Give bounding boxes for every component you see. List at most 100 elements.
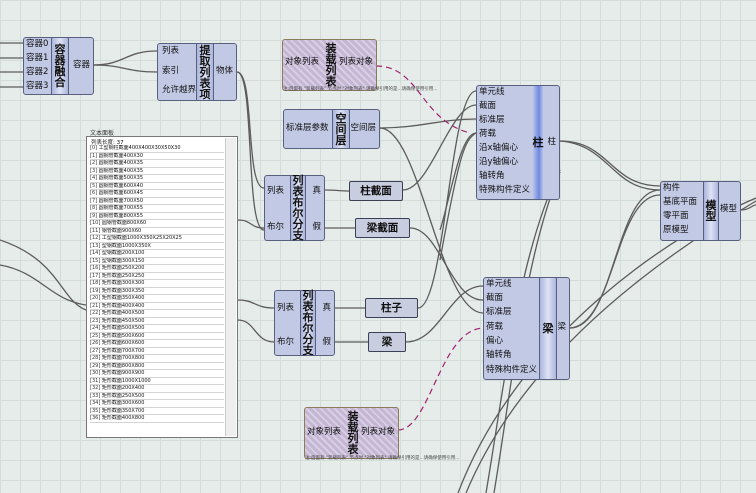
list-item: [14] 型钢截面200X100	[90, 250, 224, 258]
list-item: [29] 矩形截面800X800	[90, 363, 224, 371]
input-port-container2[interactable]: 容器2	[26, 67, 49, 77]
input-port-container3[interactable]: 容器3	[26, 81, 49, 91]
input-port-container1[interactable]: 容器1	[26, 53, 49, 63]
list-item: [30] 矩形截面900X900	[90, 370, 224, 378]
list-item: [3] 圆钢管截面400X35	[90, 168, 224, 176]
space-layer-node[interactable]: 标准层参数 空间层 空间层	[283, 109, 380, 149]
node-note: 注:后面有 "装载列表" 节点时 "对象列表" 请确保引用的是...请确保使用引…	[305, 456, 460, 461]
input-port-list[interactable]: 列表	[162, 46, 180, 56]
node-title: 空间层	[332, 110, 350, 148]
input-port-special-member[interactable]: 特殊构件定义	[479, 185, 531, 195]
list-bool-split-node-1[interactable]: 列表 布尔 列表布尔分支 真 假	[264, 175, 325, 241]
input-port-object-list[interactable]: 对象列表	[285, 57, 320, 67]
list-item: [11] 钢管截面900X60	[90, 228, 224, 236]
load-list-node-top[interactable]: 对象列表 装载列表 列表对象	[282, 39, 377, 91]
input-port-axis-rotation[interactable]: 轴转角	[479, 171, 505, 181]
input-port-object-list[interactable]: 对象列表	[307, 427, 342, 437]
input-port-list[interactable]: 列表	[267, 186, 285, 196]
input-port-x-eccentric[interactable]: 沿x轴偏心	[479, 143, 519, 153]
list-item: [27] 矩形截面700X700	[90, 348, 224, 356]
input-port-element-line[interactable]: 单元线	[479, 87, 505, 97]
output-port-list-object[interactable]: 列表对象	[360, 427, 395, 437]
column-node[interactable]: 单元线 截面 标准层 荷载 沿x轴偏心 沿y轴偏心 轴转角 特殊构件定义 柱 柱	[476, 85, 560, 200]
input-port-standard-layer[interactable]: 标准层	[486, 307, 512, 317]
input-port-special-member[interactable]: 特殊构件定义	[486, 365, 538, 375]
panel-title: 文本面板	[90, 130, 115, 137]
output-port-false[interactable]: 假	[312, 222, 321, 232]
list-item: [4] 圆钢管截面500X35	[90, 175, 224, 183]
node-title: 列表布尔分支	[300, 290, 316, 356]
node-title: 装载列表	[325, 42, 337, 88]
output-port-list-object[interactable]: 列表对象	[338, 57, 373, 67]
panel-scrollbar[interactable]	[225, 138, 236, 436]
input-port-load[interactable]: 荷载	[479, 129, 497, 139]
list-item: [32] 矩形截面200X400	[90, 385, 224, 393]
list-item: [16] 矩形截面250X200	[90, 265, 224, 273]
list-item: [21] 矩形截面400X400	[90, 303, 224, 311]
list-item: [23] 矩形截面450X500	[90, 318, 224, 326]
output-port-model[interactable]: 模型	[719, 204, 737, 214]
input-port-axis-rotation[interactable]: 轴转角	[486, 350, 512, 360]
node-title: 列表布尔分支	[290, 175, 306, 241]
input-port-base-plane[interactable]: 基底平面	[663, 197, 698, 207]
text-panel[interactable]: 文本面板 列表长度: 37 [0] 工型钢柱截面400X400X30X50X30…	[86, 130, 238, 438]
input-port-member[interactable]: 构件	[663, 183, 681, 193]
list-item: [13] 型钢截面1000X350X	[90, 243, 224, 251]
input-port-y-eccentric[interactable]: 沿y轴偏心	[479, 157, 519, 167]
model-node[interactable]: 构件 基底平面 零平面 原模型 模型 模型	[660, 181, 741, 241]
list-item: [12] 工型钢截面1000X350X25X20X25	[90, 235, 224, 243]
list-item: [0] 工型钢柱截面400X400X30X50X30	[90, 145, 224, 153]
input-port-load[interactable]: 荷载	[486, 322, 504, 332]
list-item: [36] 矩形截面400X800	[90, 415, 224, 423]
panel-header: 列表长度: 37	[91, 140, 124, 146]
node-title: 梁	[539, 278, 557, 379]
output-port-true[interactable]: 真	[312, 186, 321, 196]
output-port-object[interactable]: 物体	[215, 66, 233, 76]
input-port-index[interactable]: 索引	[162, 66, 180, 76]
list-item: [15] 型钢截面300X150	[90, 258, 224, 266]
beam-node[interactable]: 单元线 截面 标准层 荷载 偏心 轴转角 特殊构件定义 梁 梁	[483, 277, 570, 380]
output-port-container[interactable]: 容器	[72, 60, 90, 70]
list-item: [35] 矩形截面350X700	[90, 408, 224, 416]
input-port-allow-overflow[interactable]: 允许越界	[162, 85, 197, 95]
input-port-section[interactable]: 截面	[486, 293, 504, 303]
node-title: 模型	[703, 182, 719, 240]
extract-list-item-node[interactable]: 列表 索引 允许越界 提取列表项 物体	[157, 43, 237, 101]
list-item: [28] 矩形截面700X800	[90, 355, 224, 363]
list-item: [8] 圆钢管截面700X55	[90, 205, 224, 213]
input-port-container0[interactable]: 容器0	[26, 39, 49, 49]
output-port-true[interactable]: 真	[322, 303, 331, 313]
output-port-false[interactable]: 假	[322, 337, 331, 347]
input-port-bool[interactable]: 布尔	[277, 337, 295, 347]
beam-label[interactable]: 梁	[368, 332, 406, 352]
list-item: [2] 圆钢管截面400X35	[90, 160, 224, 168]
output-port-space-layer[interactable]: 空间层	[350, 123, 376, 133]
node-note: 注:后面有 "装载列表" 节点时 "对象列表" 请确保引用的是...请确保使用引…	[283, 87, 438, 92]
column-section-label[interactable]: 柱截面	[349, 181, 403, 201]
column-label[interactable]: 柱子	[365, 298, 418, 318]
list-item: [18] 矩形截面300X300	[90, 280, 224, 288]
load-list-node-bottom[interactable]: 对象列表 装载列表 列表对象	[304, 407, 399, 459]
output-port-column[interactable]: 柱	[547, 137, 556, 147]
list-item: [34] 矩形截面300X600	[90, 400, 224, 408]
input-port-original-model[interactable]: 原模型	[663, 225, 689, 235]
input-port-element-line[interactable]: 单元线	[486, 279, 512, 289]
list-item: [7] 圆钢管截面700X50	[90, 198, 224, 206]
input-port-eccentric[interactable]: 偏心	[486, 336, 504, 346]
node-title: 装载列表	[347, 410, 359, 456]
input-port-section[interactable]: 截面	[479, 101, 497, 111]
container-merge-node[interactable]: 容器0 容器1 容器2 容器3 容器融合 容器	[23, 37, 94, 95]
input-port-list[interactable]: 列表	[277, 303, 295, 313]
list-bool-split-node-2[interactable]: 列表 布尔 列表布尔分支 真 假	[274, 290, 335, 356]
beam-section-label[interactable]: 梁截面	[355, 218, 410, 238]
input-port-standard-layer[interactable]: 标准层	[479, 115, 505, 125]
output-port-beam[interactable]: 梁	[557, 322, 566, 332]
list-item: [26] 矩形截面600X600	[90, 340, 224, 348]
list-item: [25] 矩形截面500X600	[90, 333, 224, 341]
list-item: [19] 矩形截面300X350	[90, 288, 224, 296]
input-port-standard-layer-params[interactable]: 标准层参数	[286, 123, 329, 133]
input-port-zero-plane[interactable]: 零平面	[663, 211, 689, 221]
node-title: 柱	[532, 136, 544, 149]
list-item: [10] 圆钢管截面800X60	[90, 220, 224, 228]
input-port-bool[interactable]: 布尔	[267, 222, 285, 232]
